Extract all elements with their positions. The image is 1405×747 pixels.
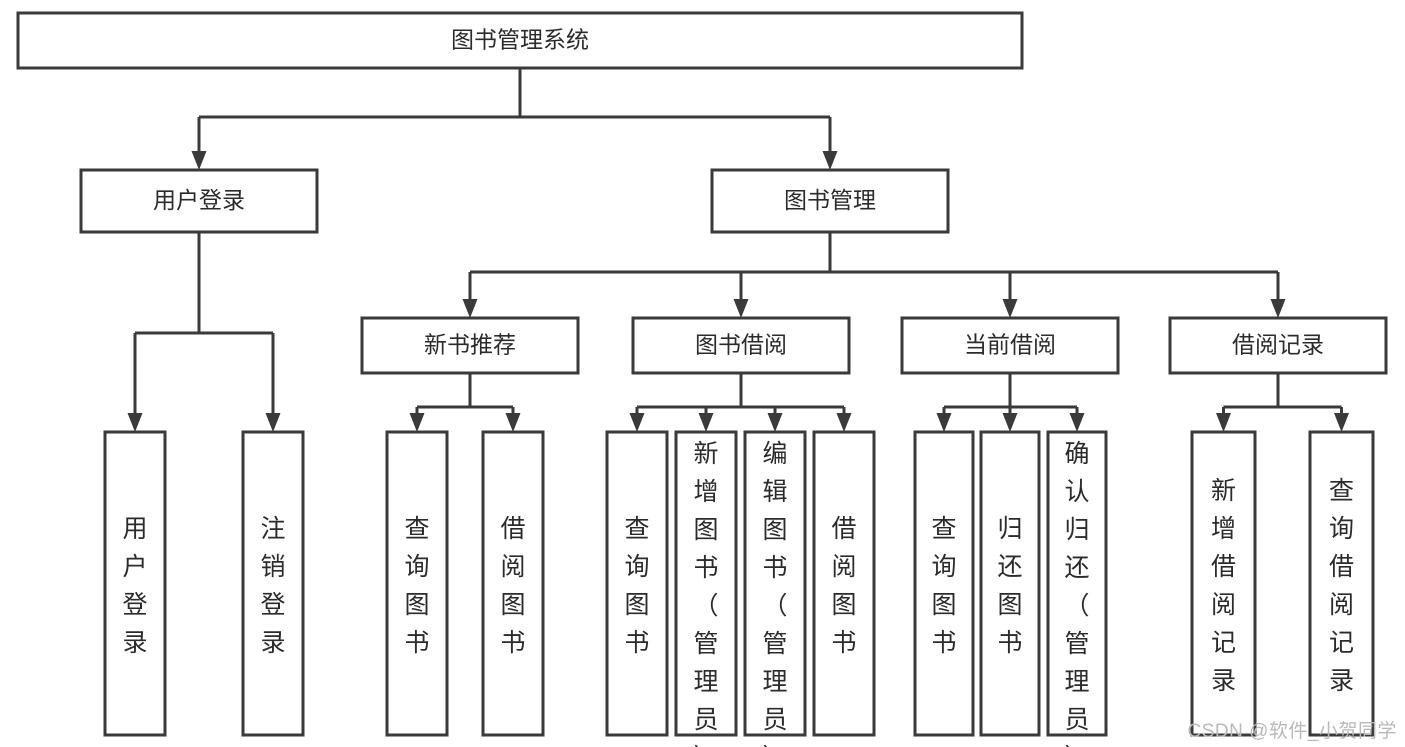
node-box-borrow (631, 316, 851, 375)
node-box-leaf-query-book-1 (385, 430, 449, 737)
connectors-layer (127, 68, 1349, 432)
node-box-bookmgmt (710, 168, 950, 234)
node-box-leaf-query-record (1308, 430, 1375, 737)
node-box-current (900, 316, 1120, 375)
node-label-leaf-borrow-book-2: 借阅图书 (831, 515, 856, 657)
node-label-leaf-confirm-return: 确认归还（管理员） (1064, 440, 1089, 747)
node-box-leaf-query-book-2 (605, 430, 669, 737)
node-label-borrow: 图书借阅 (695, 332, 787, 358)
node-box-record (1168, 316, 1388, 375)
node-label-leaf-query-book-3: 查询图书 (931, 515, 956, 657)
node-label-bookmgmt: 图书管理 (784, 187, 876, 213)
node-label-leaf-return-book: 归还图书 (997, 515, 1022, 657)
node-label-leaf-query-book-1: 查询图书 (404, 515, 429, 657)
node-label-leaf-add-book: 新增图书（管理员） (693, 440, 718, 747)
node-label-record: 借阅记录 (1232, 332, 1324, 358)
node-label-leaf-add-record: 新增借阅记录 (1211, 477, 1236, 695)
node-box-leaf-user-logout (241, 430, 305, 737)
node-label-leaf-user-login: 用户登录 (122, 515, 147, 657)
node-box-root (16, 11, 1024, 70)
node-box-leaf-query-book-3 (913, 430, 975, 737)
node-label-leaf-borrow-book-1: 借阅图书 (500, 515, 525, 657)
boxes-layer (16, 11, 1388, 737)
node-box-leaf-edit-book (743, 430, 807, 737)
node-label-leaf-query-record: 查询借阅记录 (1329, 477, 1354, 695)
node-box-leaf-borrow-book-1 (481, 430, 545, 737)
csdn-watermark: CSDN @软件_小贺同学 (1187, 721, 1397, 742)
node-label-current: 当前借阅 (964, 332, 1056, 358)
node-box-login (79, 168, 319, 234)
node-box-leaf-add-record (1190, 430, 1257, 737)
node-label-login: 用户登录 (153, 187, 245, 213)
node-box-leaf-add-book (674, 430, 738, 737)
node-box-newbook (360, 316, 580, 375)
node-label-leaf-query-book-2: 查询图书 (624, 515, 649, 657)
node-label-root: 图书管理系统 (451, 27, 589, 53)
node-box-leaf-borrow-book-2 (812, 430, 876, 737)
node-label-leaf-edit-book: 编辑图书（管理员） (762, 440, 787, 747)
labels-layer: 图书管理系统用户登录图书管理新书推荐图书借阅当前借阅借阅记录用户登录注销登录查询… (122, 27, 1354, 747)
node-box-leaf-return-book (979, 430, 1041, 737)
node-label-leaf-user-logout: 注销登录 (260, 515, 285, 657)
node-box-leaf-user-login (103, 430, 167, 737)
node-label-newbook: 新书推荐 (424, 332, 516, 358)
node-box-leaf-confirm-return (1046, 430, 1108, 737)
